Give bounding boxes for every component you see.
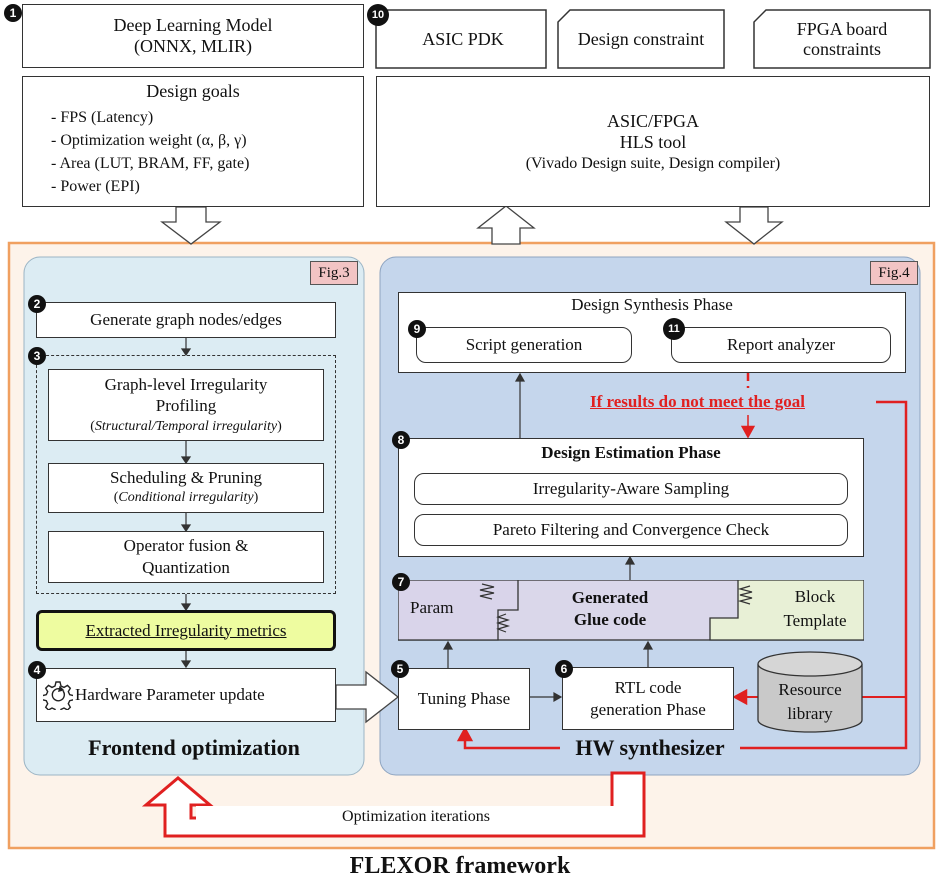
step3-group (36, 355, 336, 594)
design-synthesis-title: Design Synthesis Phase (571, 295, 733, 314)
param-spring-icon (495, 613, 511, 633)
dl-model-formats: (ONNX, MLIR) (134, 36, 252, 56)
goal-item: - Area (LUT, BRAM, FF, gate) (51, 155, 250, 172)
design-constraint-label: Design constraint (577, 28, 705, 49)
step-number-1: 1 (4, 4, 22, 22)
design-goals-title: Design goals (146, 81, 240, 101)
block-template-region (709, 580, 864, 641)
param-spring-icon (479, 583, 495, 600)
step-number-8: 8 (392, 431, 410, 449)
hls-tool-tools: (Vivado Design suite, Design compiler) (525, 154, 781, 172)
hls-up-arrow (476, 205, 536, 245)
hardware-param-box: Hardware Parameter update (36, 668, 336, 722)
scheduling-subtitle: Conditional irregularity (118, 490, 254, 505)
profiling-box: Graph-level Irregularity Profiling (Stru… (48, 369, 324, 441)
param-region (398, 580, 519, 641)
fpga-board-line1: FPGA board (796, 19, 888, 39)
fusion-line1: Operator fusion & (123, 536, 249, 555)
asic-pdk-label: ASIC PDK (422, 28, 504, 49)
hls-tool-line2: HLS tool (619, 131, 687, 152)
optimization-iterations-label: Optimization iterations (196, 806, 636, 828)
template-line1: Block (794, 587, 836, 606)
step-number-7: 7 (392, 573, 410, 591)
scheduling-box: Scheduling & Pruning (Conditional irregu… (48, 463, 324, 513)
rtl-generation-box: RTL code generation Phase (562, 667, 734, 730)
step-number-10: 10 (367, 4, 389, 26)
goal-item: - Optimization weight (α, β, γ) (51, 132, 247, 149)
template-line2: Template (783, 611, 847, 630)
glue-code-line2: Glue code (573, 610, 647, 629)
fpga-board-line2: constraints (803, 39, 881, 59)
step-number-2: 2 (28, 295, 46, 313)
fpga-board-label: FPGA board constraints (754, 10, 930, 68)
step-number-9: 9 (408, 320, 426, 338)
report-analyzer-box: Report analyzer (671, 327, 891, 363)
tuning-phase-box: Tuning Phase (398, 668, 530, 730)
design-estimation-title: Design Estimation Phase (541, 443, 721, 462)
param-to-tuning-arrow (335, 670, 400, 724)
design-goals-list: - FPS (Latency) - Optimization weight (α… (51, 106, 363, 198)
rtl-line1: RTL code (614, 677, 682, 697)
glue-code-block (398, 580, 864, 641)
step-number-4: 4 (28, 661, 46, 679)
constraint-tabs (375, 9, 931, 69)
hls-down-arrow (724, 206, 784, 245)
resource-line2: library (787, 704, 833, 723)
step-number-5: 5 (391, 660, 409, 678)
goals-down-arrow (160, 206, 222, 245)
design-goals-box: Design goals - FPS (Latency) - Optimizat… (22, 76, 364, 207)
step-number-6: 6 (555, 660, 573, 678)
glue-code-label: Generated Glue code (520, 584, 700, 634)
rtl-line2: generation Phase (590, 699, 706, 719)
dl-model-title: Deep Learning Model (113, 15, 273, 35)
glue-code-line1: Generated (571, 588, 649, 607)
profiling-line2: Profiling (155, 395, 217, 415)
sampling-box: Irregularity-Aware Sampling (414, 473, 848, 505)
profiling-line1: Graph-level Irregularity (104, 374, 268, 394)
fig3-badge: Fig.3 (310, 261, 358, 285)
frontend-title: Frontend optimization (88, 735, 300, 760)
pareto-box: Pareto Filtering and Convergence Check (414, 514, 848, 546)
frontend-flow-arrows (180, 338, 192, 669)
fpga-board-shape (753, 9, 931, 69)
extracted-metrics-box: Extracted Irregularity metrics (36, 610, 336, 651)
step-number-3: 3 (28, 347, 46, 365)
hls-tool-line1: ASIC/FPGA (606, 110, 700, 131)
hls-tool-box: ASIC/FPGA HLS tool (Vivado Design suite,… (376, 76, 930, 207)
dl-model-box: Deep Learning Model (ONNX, MLIR) (22, 4, 364, 68)
hardware-param-label: Hardware Parameter update (75, 685, 265, 704)
goal-item: - Power (EPI) (51, 178, 140, 195)
resource-library-label: Resource library (756, 676, 864, 728)
design-constraint-shape (557, 9, 725, 69)
feedback-condition: If results do not meet the goal (590, 392, 805, 411)
generate-graph-box: Generate graph nodes/edges (36, 302, 336, 338)
script-generation-box: Script generation (416, 327, 632, 363)
template-spring-icon (737, 585, 753, 605)
step-number-11: 11 (663, 318, 685, 340)
fusion-line2: Quantization (142, 558, 230, 577)
resource-library-cylinder (757, 651, 863, 733)
profiling-subtitle: Structural/Temporal irregularity (94, 418, 278, 434)
hw-synthesizer-title: HW synthesizer (560, 733, 740, 763)
scheduling-title: Scheduling & Pruning (109, 468, 263, 487)
fusion-box: Operator fusion & Quantization (48, 531, 324, 583)
goal-item: - FPS (Latency) (51, 109, 154, 126)
gear-icon (41, 680, 75, 715)
framework-title: FLEXOR framework (349, 852, 571, 879)
fig4-badge: Fig.4 (870, 261, 918, 285)
hw-flow-arrows (442, 372, 654, 703)
resource-line1: Resource (778, 680, 842, 699)
block-template-label: Block Template (770, 582, 860, 636)
param-label: Param (410, 598, 454, 617)
